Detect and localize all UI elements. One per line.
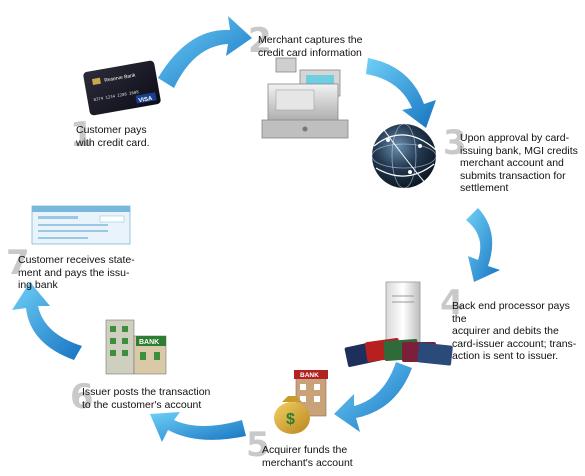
arrow-4-to-5 xyxy=(334,362,412,432)
credit-card-icon: Reserve Bank 0374 1234 2208 2608 VISA xyxy=(83,60,161,116)
bank-label-6: BANK xyxy=(139,339,159,346)
card-bank-name: Reserve Bank xyxy=(104,72,136,83)
bank-money-bag-icon: BANK $ xyxy=(274,370,328,434)
bank-label-5: BANK xyxy=(300,372,319,379)
card-brand: VISA xyxy=(138,96,153,104)
arrow-2-to-3 xyxy=(366,58,436,128)
globe-network-icon xyxy=(371,123,437,189)
step-7-text: Customer receives state-ment and pays th… xyxy=(18,254,135,291)
arrow-3-to-4 xyxy=(466,208,500,282)
step-2-number: 2 xyxy=(248,21,272,61)
arrow-1-to-2 xyxy=(158,16,252,88)
check-statement-icon xyxy=(31,205,131,245)
step-3-number: 3 xyxy=(443,123,467,163)
step-7-number: 7 xyxy=(6,243,30,283)
svg-text:$: $ xyxy=(286,411,295,428)
step-4-number: 4 xyxy=(440,283,464,323)
cash-register-icon xyxy=(261,57,349,139)
server-cards-icon xyxy=(344,281,453,367)
step-5-number: 5 xyxy=(246,425,270,465)
step-6-number: 6 xyxy=(70,377,94,417)
step-1-number: 1 xyxy=(70,115,94,155)
arrow-6-to-7 xyxy=(12,282,82,360)
step-3-text: Upon approval by card-issuing bank, MGI … xyxy=(460,132,578,194)
arrow-5-to-6 xyxy=(150,412,246,442)
bank-building-icon: BANK xyxy=(105,319,167,375)
